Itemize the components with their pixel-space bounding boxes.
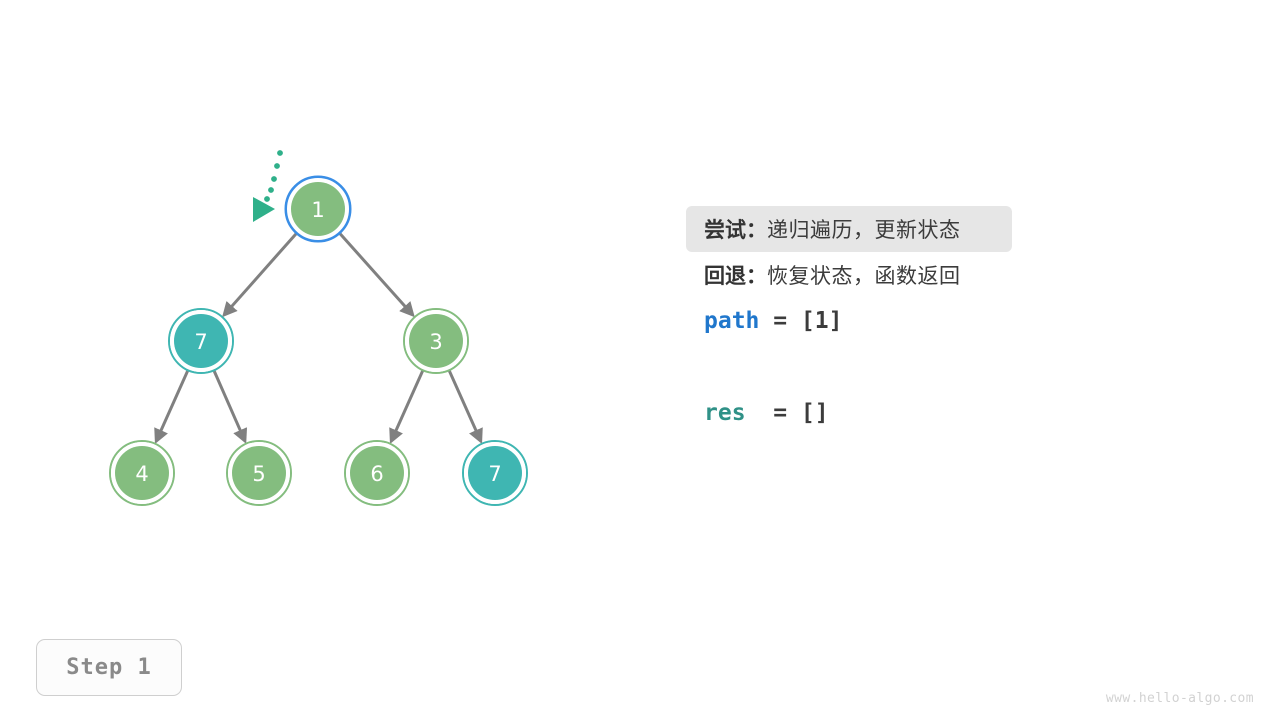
backtrack-label: 回退： xyxy=(704,264,767,288)
node-ring-gap xyxy=(346,442,408,504)
tree-node-6: 6 xyxy=(344,440,410,506)
tree-edges xyxy=(154,231,483,444)
pointer-dot xyxy=(271,176,277,182)
path-state-line: path = [1] xyxy=(686,298,1246,344)
tree-node-5: 5 xyxy=(226,440,292,506)
pointer-dot xyxy=(268,187,274,193)
node-label: 6 xyxy=(370,462,383,486)
node-ring xyxy=(403,308,469,374)
res-variable-name: res xyxy=(704,400,746,426)
step-badge: Step 1 xyxy=(36,639,182,696)
tree-edge xyxy=(222,231,299,318)
node-label: 7 xyxy=(194,330,207,354)
panel-spacer xyxy=(686,344,1246,390)
binary-tree-diagram: 1 7 3 4 5 6 7 xyxy=(109,150,528,506)
node-ring-gap xyxy=(228,442,290,504)
tree-edge xyxy=(212,368,248,444)
step-badge-label: Step 1 xyxy=(66,655,152,680)
backtrack-value: 恢复状态，函数返回 xyxy=(767,264,961,288)
node-ring-gap xyxy=(111,442,173,504)
node-label: 1 xyxy=(311,198,324,222)
tree-edge xyxy=(154,368,190,444)
pointer-arrow-icon xyxy=(253,197,275,222)
node-disc xyxy=(232,446,286,500)
node-ring xyxy=(344,440,410,506)
tree-edge xyxy=(389,368,425,444)
node-ring xyxy=(284,175,352,243)
path-variable-value: = [1] xyxy=(759,308,843,334)
node-ring xyxy=(226,440,292,506)
site-watermark: www.hello-algo.com xyxy=(1106,691,1254,706)
node-disc xyxy=(174,314,228,368)
node-ring-gap xyxy=(170,310,232,372)
tree-node-1: 1 xyxy=(284,175,352,243)
res-state-line: res = [] xyxy=(686,390,1246,436)
tree-edge xyxy=(337,231,415,318)
node-label: 3 xyxy=(429,330,442,354)
node-ring xyxy=(109,440,175,506)
node-disc xyxy=(291,182,345,236)
pointer-dot xyxy=(264,196,270,202)
node-ring xyxy=(168,308,234,374)
tree-edge xyxy=(447,368,483,444)
node-disc xyxy=(115,446,169,500)
recursion-entry-pointer xyxy=(253,150,283,222)
node-ring xyxy=(462,440,528,506)
state-panel: 尝试： 递归遍历，更新状态 回退： 恢复状态，函数返回 path = [1] r… xyxy=(686,206,1246,436)
tree-node-4: 4 xyxy=(109,440,175,506)
try-label: 尝试： xyxy=(704,218,767,242)
tree-node-7: 7 xyxy=(168,308,234,374)
pointer-dot xyxy=(274,163,280,169)
tree-nodes: 1 7 3 4 5 6 7 xyxy=(109,175,528,506)
backtrack-line: 回退： 恢复状态，函数返回 xyxy=(686,252,1246,298)
try-line: 尝试： 递归遍历，更新状态 xyxy=(686,206,1012,252)
node-label: 4 xyxy=(135,462,148,486)
node-ring-gap xyxy=(405,310,467,372)
node-label: 5 xyxy=(252,462,265,486)
watermark-text: www.hello-algo.com xyxy=(1105,691,1254,706)
node-ring-gap xyxy=(464,442,526,504)
node-label: 7 xyxy=(488,462,501,486)
tree-node-3: 3 xyxy=(403,308,469,374)
pointer-dot xyxy=(277,150,283,156)
node-ring-gap xyxy=(287,178,349,240)
path-variable-name: path xyxy=(704,308,760,334)
node-disc xyxy=(468,446,522,500)
res-variable-value: = [] xyxy=(745,400,829,426)
node-disc xyxy=(350,446,404,500)
node-disc xyxy=(409,314,463,368)
tree-node-7: 7 xyxy=(462,440,528,506)
try-value: 递归遍历，更新状态 xyxy=(767,218,961,242)
